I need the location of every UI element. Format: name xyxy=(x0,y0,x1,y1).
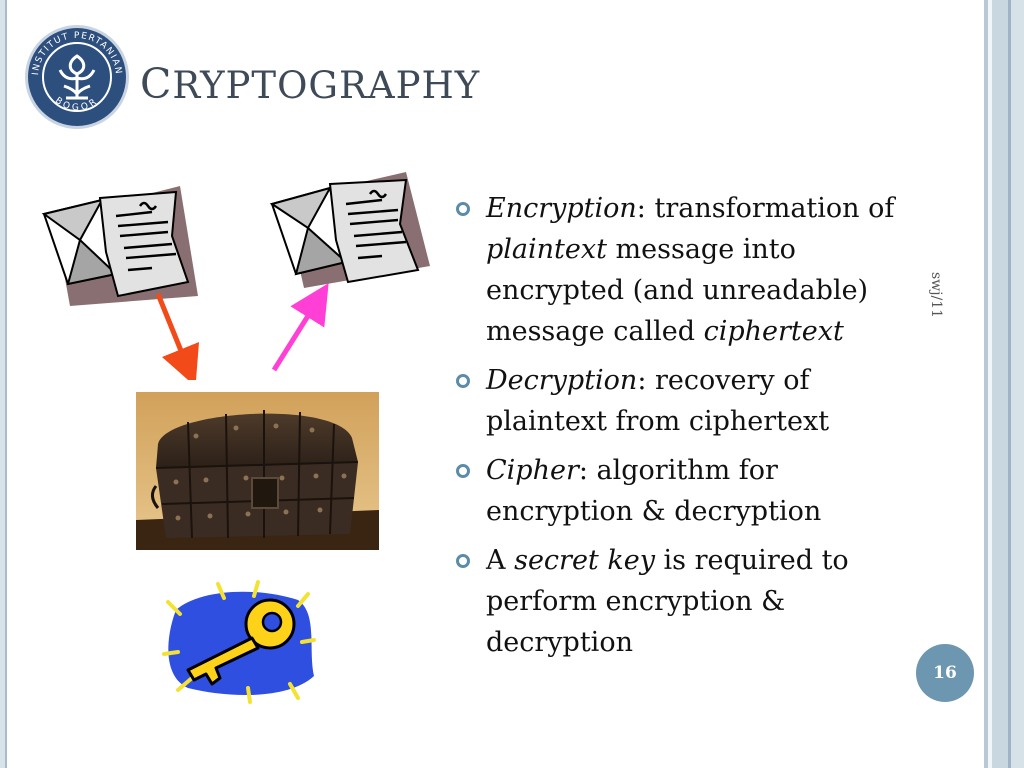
bullet-marker-icon xyxy=(456,374,470,388)
decrypt-arrow xyxy=(271,283,329,372)
bullet-cipher: Cipher: algorithm for encryption & decry… xyxy=(456,450,916,532)
encrypt-arrow xyxy=(155,293,200,380)
slide-title: CRYPTOGRAPHY xyxy=(140,60,480,108)
bullet-encryption: Encryption: transformation of plaintext … xyxy=(456,188,916,352)
bullet-decryption: Decryption: recovery of plaintext from c… xyxy=(456,360,916,442)
slide-title-initial: C xyxy=(140,60,173,108)
bullet-list: Encryption: transformation of plaintext … xyxy=(456,188,916,671)
treasure-chest-image xyxy=(136,392,379,550)
slide-footer: swj/11 xyxy=(928,272,944,319)
slide-frame-right xyxy=(978,0,1024,768)
slide-title-rest: RYPTOGRAPHY xyxy=(172,64,481,107)
term-cipher: Cipher xyxy=(486,455,579,486)
bullet-marker-icon xyxy=(456,202,470,216)
term-encryption: Encryption xyxy=(486,193,637,224)
term-secret-key: secret key xyxy=(514,545,655,576)
decrypted-letter-icon xyxy=(269,172,430,288)
page-number-badge: 16 xyxy=(916,644,974,702)
process-arrows xyxy=(155,283,329,380)
key-clipart-icon xyxy=(162,580,316,704)
plaintext-letter-icon xyxy=(41,186,198,306)
institut-pertanian-bogor-logo: INSTITUT PERTANIAN BOGOR xyxy=(25,25,129,129)
bullet-marker-icon xyxy=(456,464,470,478)
slide-frame-left xyxy=(0,0,9,768)
term-decryption: Decryption xyxy=(486,365,638,396)
bullet-marker-icon xyxy=(456,554,470,568)
bullet-secret-key: A secret key is required to perform encr… xyxy=(456,540,916,663)
